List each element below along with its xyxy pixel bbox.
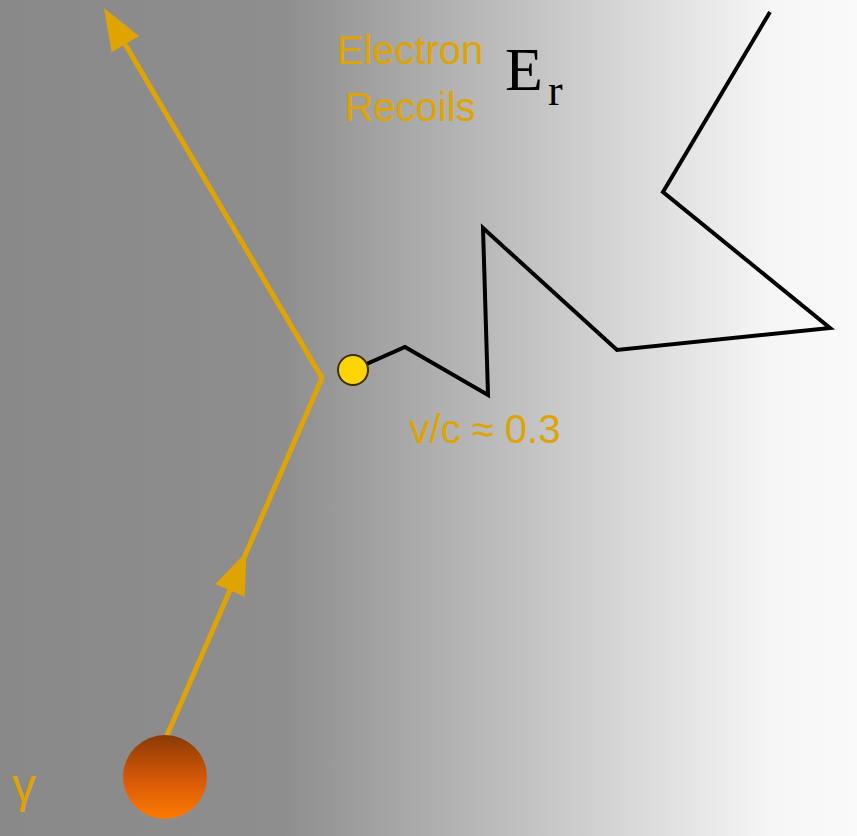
arrow-head: [215, 552, 246, 597]
photon-ball: [123, 735, 207, 819]
electron-dot: [338, 355, 368, 385]
track-line: [112, 22, 322, 740]
velocity-label: v/c ≈ 0.3: [345, 404, 625, 454]
electron-track: [104, 8, 322, 740]
energy-subscript: r: [548, 66, 563, 116]
track-label: Electron Recoils: [300, 22, 520, 136]
arrow-head: [104, 8, 139, 52]
photon-label: γ: [12, 758, 36, 814]
energy-symbol: E: [505, 34, 543, 104]
